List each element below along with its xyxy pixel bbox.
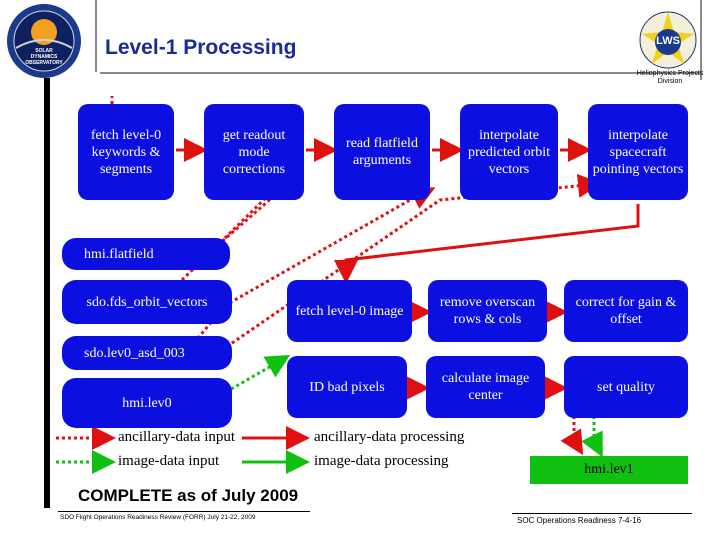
- gain-offset-label: correct for gain & offset: [575, 295, 677, 327]
- bad-pixels-label: ID bad pixels: [309, 379, 385, 395]
- set-quality-label: set quality: [597, 379, 655, 395]
- lev1-output-label: hmi.lev1: [584, 462, 634, 477]
- lws-logo-text: LWS: [656, 35, 680, 47]
- pointing-vectors-box: interpolate spacecraft pointing vectors: [588, 104, 688, 200]
- remove-overscan-box: remove overscan rows & cols: [428, 280, 547, 342]
- legend-anc-processing: ancillary-data processing: [314, 429, 465, 445]
- readout-corrections-box: get readout mode corrections: [204, 104, 304, 200]
- orbit-series-box: sdo.fds_orbit_vectors: [62, 280, 232, 324]
- fetch-image-box: fetch level-0 image: [287, 280, 412, 342]
- flatfield-arguments-label: read flatfield arguments: [346, 136, 418, 168]
- flatfield-arguments-box: read flatfield arguments: [334, 104, 430, 200]
- header-vertical-rule: [95, 0, 97, 72]
- arrow-pointing-to-fetch-image: [334, 204, 640, 284]
- orbit-vectors-box: interpolate predicted orbit vectors: [460, 104, 558, 200]
- page-footer: SOC Operations Readiness 7-4-16: [517, 516, 642, 525]
- remove-overscan-label: remove overscan rows & cols: [439, 295, 536, 327]
- sdo-logo: SOLAR DYNAMICS OBSERVATORY: [2, 2, 86, 80]
- fetch-keywords-box: fetch level-0 keywords & segments: [78, 104, 174, 200]
- gain-offset-box: correct for gain & offset: [564, 280, 688, 342]
- asd-series-box: sdo.lev0_asd_003: [62, 336, 232, 370]
- image-center-label: calculate image center: [441, 371, 530, 403]
- lev0-series-label: hmi.lev0: [122, 395, 172, 411]
- readout-corrections-label: get readout mode corrections: [222, 127, 286, 177]
- bad-pixels-box: ID bad pixels: [287, 356, 407, 418]
- footer-right-rule: [512, 513, 692, 514]
- flatfield-series-label: hmi.flatfield: [84, 246, 154, 262]
- asd-series-label: sdo.lev0_asd_003: [84, 345, 185, 361]
- fetch-image-label: fetch level-0 image: [295, 303, 404, 319]
- img-input-lev0: [225, 355, 291, 394]
- image-center-box: calculate image center: [426, 356, 545, 418]
- lev0-series-box: hmi.lev0: [62, 378, 232, 428]
- lws-logo: LWS: [628, 4, 708, 70]
- lev1-output-box: hmi.lev1: [530, 456, 688, 484]
- pointing-vectors-label: interpolate spacecraft pointing vectors: [592, 127, 684, 177]
- footer-left-rule: [58, 511, 310, 512]
- orbit-series-label: sdo.fds_orbit_vectors: [86, 294, 208, 310]
- flatfield-series-box: hmi.flatfield: [62, 238, 230, 270]
- header-horizontal-rule: [100, 72, 700, 74]
- sdo-logo-text: SOLAR DYNAMICS OBSERVATORY: [25, 48, 63, 66]
- review-footer: SDO Flight Operations Readiness Review (…: [60, 514, 256, 521]
- legend-img-processing: image-data processing: [314, 453, 449, 469]
- header-vertical-rule-right: [700, 0, 702, 80]
- fetch-keywords-label: fetch level-0 keywords & segments: [90, 127, 162, 177]
- division-label: Heliophysics Projects Division: [636, 70, 704, 85]
- legend-anc-input: ancillary-data input: [118, 429, 236, 445]
- left-timeline-bar: [44, 78, 50, 508]
- page-title: Level-1 Processing: [105, 36, 297, 59]
- completion-status: COMPLETE as of July 2009: [78, 486, 299, 505]
- anc-input-asd: [221, 173, 602, 352]
- orbit-vectors-label: interpolate predicted orbit vectors: [467, 127, 551, 177]
- legend-img-input: image-data input: [118, 453, 220, 469]
- set-quality-box: set quality: [564, 356, 688, 418]
